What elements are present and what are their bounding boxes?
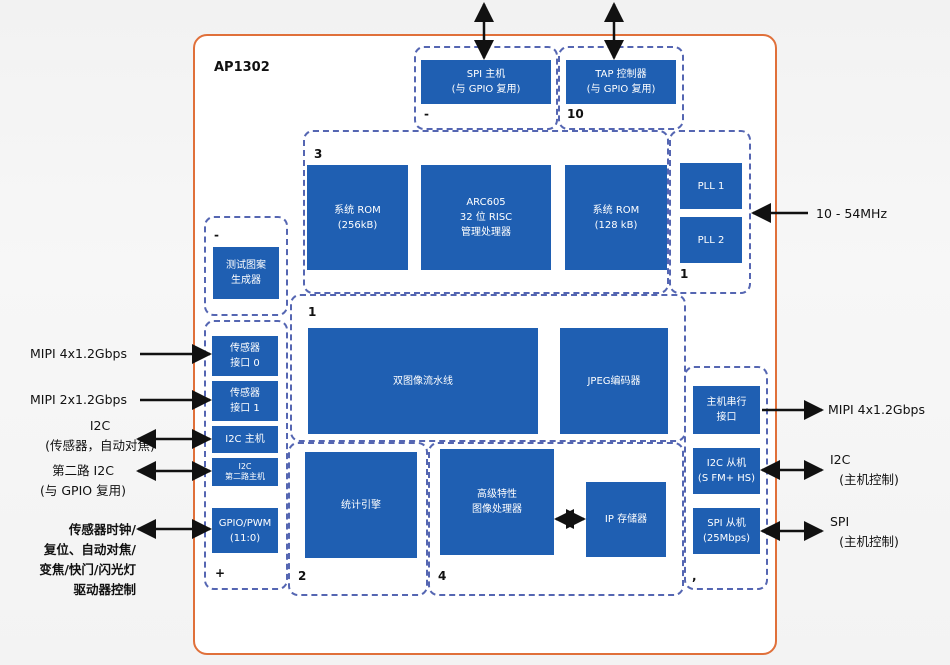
group-stats-number: 2 <box>298 569 307 583</box>
spi-master-line1: SPI 主机 <box>466 69 506 80</box>
gpio-line2: (11:0) <box>229 532 261 544</box>
i2c-master-label: I2C 主机 <box>225 434 265 445</box>
group-pll-number: 1 <box>680 267 689 281</box>
spi-host-label: SPI (主机控制) <box>824 512 914 552</box>
mipi-in1-label: MIPI 2x1.2Gbps <box>30 392 127 407</box>
stats-label: 统计引擎 <box>341 499 381 511</box>
spi-master-block: SPI 主机 (与 GPIO 复用) <box>421 60 551 104</box>
sensor-if1-line1: 传感器 <box>230 388 260 399</box>
test-line1: 测试图案 <box>226 260 266 271</box>
cpu-line2: 32 位 RISC <box>459 212 513 223</box>
spi-host-line1: SPI <box>830 514 850 529</box>
i2c-second-line1: I2C <box>238 462 252 471</box>
i2c-master-block: I2C 主机 <box>212 426 278 453</box>
rom2-line2: (128 kB) <box>594 219 638 231</box>
group-pll <box>669 130 751 294</box>
pll1-label: PLL 1 <box>697 180 725 192</box>
i2c-sensor-label: I2C (传感器，自动对焦) <box>6 416 194 456</box>
ip-store-label: IP 存储器 <box>604 514 648 525</box>
cpu-line1: ARC605 <box>466 197 506 208</box>
sensor-interface-0-block: 传感器 接口 0 <box>212 336 278 376</box>
statistics-engine-block: 统计引擎 <box>305 452 417 558</box>
dual-image-pipeline-block: 双图像流水线 <box>308 328 538 434</box>
group-sensor-number: + <box>215 566 226 580</box>
chip-name: AP1302 <box>214 60 270 75</box>
group-cpu <box>303 130 669 294</box>
cpu-line3: 管理处理器 <box>461 227 511 238</box>
ip-storage-block: IP 存储器 <box>586 482 666 557</box>
sensor-interface-1-block: 传感器 接口 1 <box>212 381 278 421</box>
gpio-ext-line1: 传感器时钟/ <box>68 522 136 537</box>
spi-slave-line2: (25Mbps) <box>702 533 751 544</box>
gpio-pwm-block: GPIO/PWM (11:0) <box>212 508 278 553</box>
mipi-out-label: MIPI 4x1.2Gbps <box>828 402 925 417</box>
test-line2: 生成器 <box>231 275 261 286</box>
pipeline-label: 双图像流水线 <box>393 375 453 387</box>
tap-controller-block: TAP 控制器 (与 GPIO 复用) <box>566 60 676 104</box>
rom1-line1: 系统 ROM <box>334 204 381 216</box>
i2c-sensor-line1: I2C <box>89 418 111 433</box>
sensor-if0-line2: 接口 0 <box>230 358 260 369</box>
advanced-image-processor-block: 高级特性 图像处理器 <box>440 449 554 555</box>
i2c-second-ext-line1: 第二路 I2C <box>52 463 114 478</box>
group-host-number: , <box>692 569 697 583</box>
pll1-block: PLL 1 <box>680 163 742 209</box>
spi-host-line2: (主机控制) <box>839 534 899 549</box>
system-rom-256-block: 系统 ROM (256kB) <box>307 165 408 270</box>
host-serial-line1: 主机串行 <box>706 397 747 408</box>
i2c-slave-line1: I2C 从机 <box>706 458 747 469</box>
clock-label: 10 - 54MHz <box>816 206 888 221</box>
group-advanced-number: 4 <box>438 569 447 583</box>
spi-slave-line1: SPI 从机 <box>707 518 746 529</box>
i2c-second-ext-line2: (与 GPIO 复用) <box>40 483 126 498</box>
group-cpu-number: 3 <box>314 147 323 161</box>
i2c-second-master-block: I2C 第二路主机 <box>212 458 278 486</box>
system-rom-128-block: 系统 ROM (128 kB) <box>565 165 667 270</box>
i2c-second-line2: 第二路主机 <box>225 472 265 481</box>
arc605-cpu-block: ARC605 32 位 RISC 管理处理器 <box>421 165 551 270</box>
tap-line2: (与 GPIO 复用) <box>586 84 656 95</box>
pll2-label: PLL 2 <box>697 234 725 246</box>
group-tap-number: 10 <box>567 107 584 121</box>
jpeg-encoder-block: JPEG编码器 <box>560 328 668 434</box>
host-serial-line2: 接口 <box>716 412 737 423</box>
jpeg-label: JPEG编码器 <box>587 375 641 387</box>
i2c-host-line2: (主机控制) <box>839 472 899 487</box>
sensor-if1-line2: 接口 1 <box>230 403 260 414</box>
rom2-line1: 系统 ROM <box>592 204 640 216</box>
group-sensor <box>204 320 288 590</box>
gpio-ext-line3: 变焦/快门/闪光灯 <box>39 562 136 577</box>
i2c-second-label: 第二路 I2C (与 GPIO 复用) <box>28 461 138 501</box>
spi-master-line2: (与 GPIO 复用) <box>451 84 521 95</box>
adv-line2: 图像处理器 <box>472 504 522 515</box>
mipi-in0-label: MIPI 4x1.2Gbps <box>30 346 127 361</box>
i2c-slave-block: I2C 从机 (S FM+ HS) <box>693 448 760 494</box>
group-stats <box>288 442 428 596</box>
tap-line1: TAP 控制器 <box>595 69 647 80</box>
sensor-if0-line1: 传感器 <box>230 343 260 354</box>
adv-line1: 高级特性 <box>477 489 517 500</box>
i2c-host-line1: I2C <box>830 452 851 467</box>
group-pipeline <box>290 294 686 442</box>
group-spi-master-number: - <box>424 107 429 121</box>
pll2-block: PLL 2 <box>680 217 742 263</box>
test-pattern-block: 测试图案 生成器 <box>213 247 279 299</box>
gpio-label: 传感器时钟/ 复位、自动对焦/ 变焦/快门/闪光灯 驱动器控制 <box>24 520 136 600</box>
gpio-line1: GPIO/PWM <box>218 517 272 529</box>
i2c-sensor-line2: (传感器，自动对焦) <box>45 438 155 453</box>
i2c-slave-line2: (S FM+ HS) <box>697 473 756 484</box>
group-test-number: - <box>214 228 219 242</box>
i2c-host-label: I2C (主机控制) <box>824 450 914 490</box>
host-serial-interface-block: 主机串行 接口 <box>693 386 760 434</box>
spi-slave-block: SPI 从机 (25Mbps) <box>693 508 760 554</box>
group-test-pattern <box>204 216 288 316</box>
group-advanced <box>428 442 684 596</box>
group-pipeline-number: 1 <box>308 305 317 319</box>
rom1-line2: (256kB) <box>337 219 378 231</box>
gpio-ext-line2: 复位、自动对焦/ <box>43 542 136 557</box>
gpio-ext-line4: 驱动器控制 <box>73 582 136 597</box>
